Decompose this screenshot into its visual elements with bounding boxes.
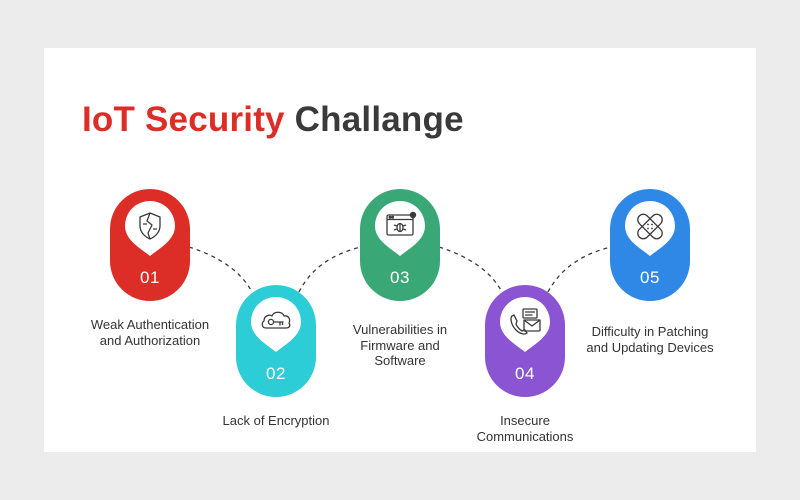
phone-mail-icon [500, 297, 550, 352]
shield-broken-icon [125, 201, 175, 256]
step-number: 04 [515, 364, 535, 383]
step-number: 01 [140, 268, 160, 287]
step-number: 02 [266, 364, 286, 383]
step-05-pill: 05 [610, 189, 690, 301]
title-accent: IoT Security [82, 100, 285, 139]
connector-02-03 [298, 246, 362, 293]
connector-01-02 [188, 246, 253, 293]
browser-bug-icon [375, 201, 425, 256]
step-04-label: Insecure Communications [476, 413, 574, 444]
title-rest: Challange [294, 100, 464, 139]
step-05-label: Difficulty in Patching and Updating Devi… [586, 324, 714, 355]
step-02-label: Lack of Encryption [222, 413, 330, 428]
cloud-key-icon [251, 297, 301, 352]
step-03-pill: 03 [360, 189, 440, 301]
connector-03-04 [438, 246, 503, 293]
step-01-label: Weak Authentication and Authorization [90, 317, 210, 348]
step-number: 03 [390, 268, 410, 287]
step-03-label: Vulnerabilities in Firmware and Software [352, 322, 448, 368]
bandage-icon [625, 201, 675, 256]
step-number: 05 [640, 268, 660, 287]
step-02-pill: 02 [236, 285, 316, 397]
step-01-pill: 01 [110, 189, 190, 301]
step-04-pill: 04 [485, 285, 565, 397]
page-title: IoT Security Challange [82, 98, 464, 142]
connector-04-05 [547, 246, 612, 293]
